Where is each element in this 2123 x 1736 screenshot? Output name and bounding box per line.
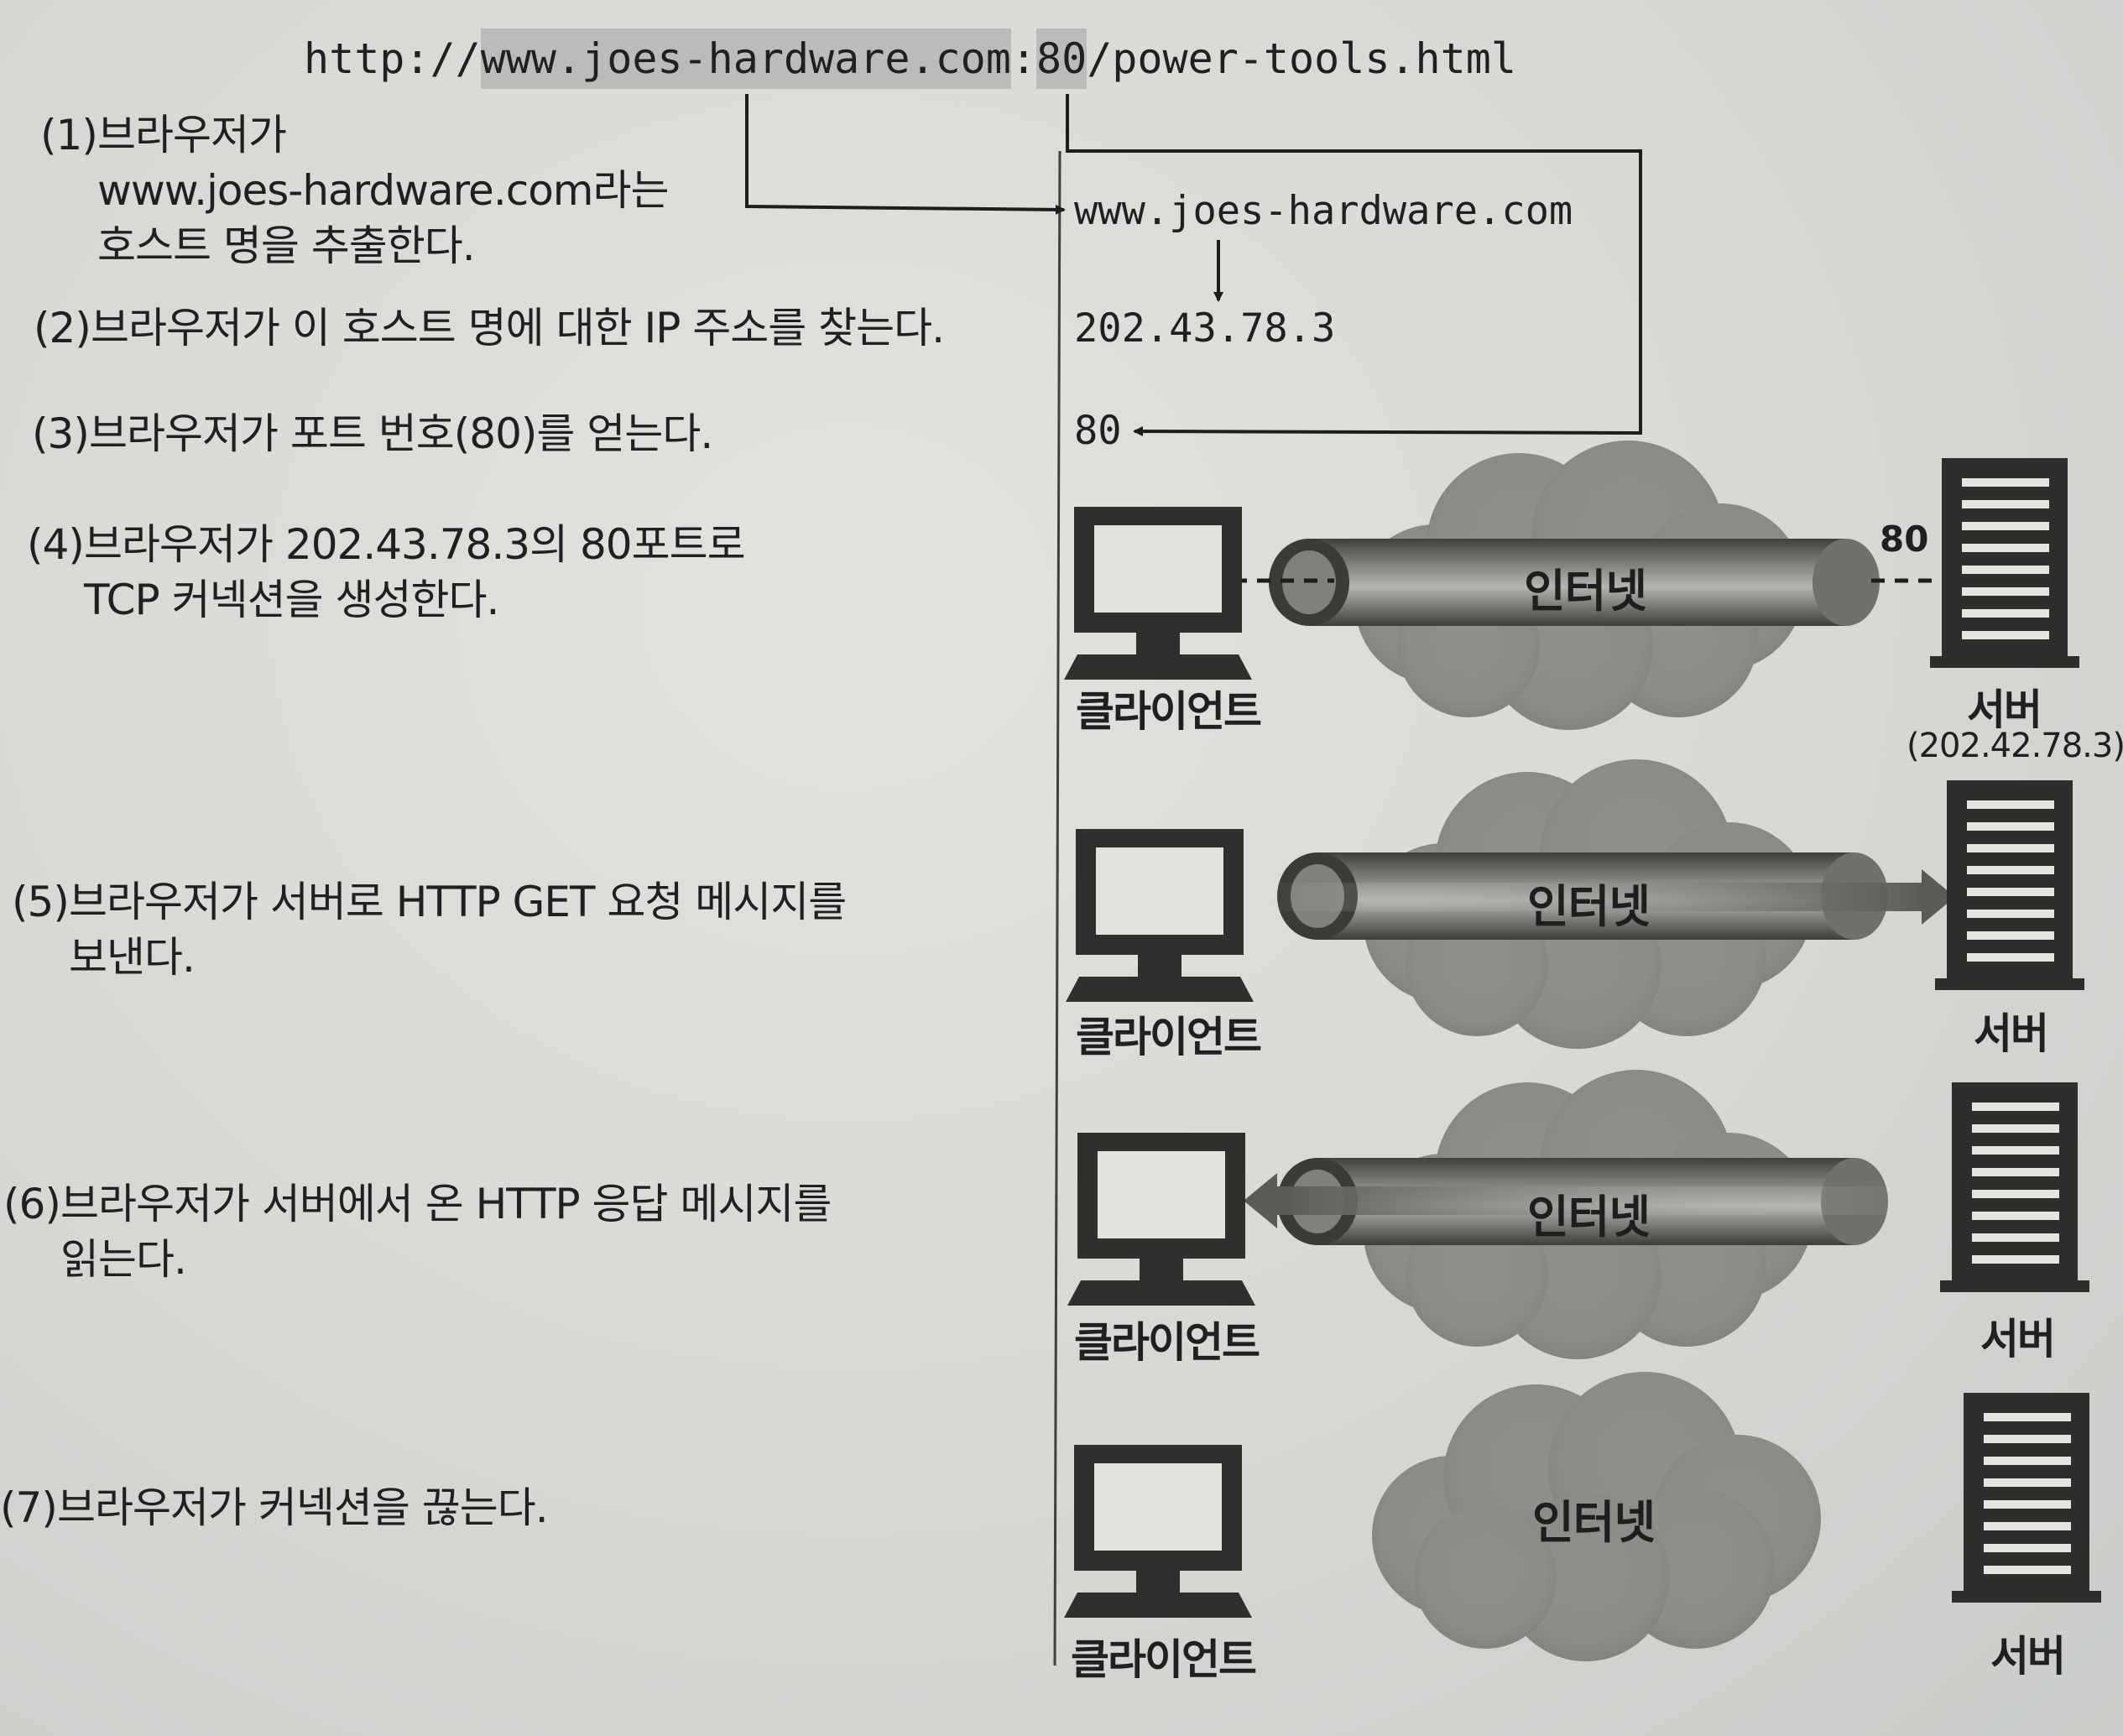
server-port-label: 80	[1880, 519, 1929, 560]
server-label: 서버	[1980, 1315, 2056, 1363]
divider-line	[1053, 150, 1062, 1666]
response-beam	[1275, 1186, 1930, 1215]
server-icon	[1930, 458, 2079, 668]
step-number: (1)	[40, 111, 98, 159]
client-label: 클라이언트	[1074, 1318, 1260, 1367]
step-3: (3)브라우저가 포트 번호(80)를 얻는다.	[32, 406, 713, 461]
server-icon	[1935, 780, 2084, 990]
step-line: TCP 커넥션을 생성한다.	[84, 576, 499, 624]
step-number: (2)	[34, 304, 91, 352]
client-label: 클라이언트	[1071, 1635, 1257, 1684]
step-2: (2)브라우저가 이 호스트 명에 대한 IP 주소를 찾는다.	[34, 300, 945, 356]
url-port: 80	[1035, 29, 1088, 89]
step-line: 읽는다.	[60, 1235, 187, 1284]
internet-label: 인터넷	[1527, 1191, 1651, 1243]
step-5: (5)브라우저가 서버로 HTTP GET 요청 메시지를 보낸다.	[12, 874, 847, 985]
port-connector-arrow	[1066, 94, 1642, 437]
server-icon	[1940, 1082, 2089, 1292]
client-computer-icon	[1066, 829, 1254, 1002]
response-arrowhead	[1244, 1173, 1277, 1228]
internet-label: 인터넷	[1527, 880, 1651, 933]
step-number: (7)	[0, 1483, 58, 1532]
internet-label: 인터넷	[1524, 565, 1647, 618]
step-6: (6)브라우저가 서버에서 온 HTTP 응답 메시지를 읽는다.	[3, 1176, 832, 1287]
request-arrowhead	[1922, 869, 1955, 925]
server-label: 서버	[1967, 686, 2042, 734]
step-4: (4)브라우저가 202.43.78.3의 80포트로 TCP 커넥션을 생성한…	[27, 517, 746, 628]
client-label: 클라이언트	[1076, 1013, 1262, 1061]
client-computer-icon	[1067, 1133, 1255, 1306]
step-1: (1)브라우저가 www.joes-hardware.com라는 호스트 명을 …	[40, 107, 669, 274]
step-number: (3)	[32, 409, 90, 458]
scene-3	[1067, 1070, 2089, 1359]
request-beam	[1250, 883, 1922, 911]
extracted-port: 80	[1074, 408, 1122, 454]
step-line: 브라우저가 커넥션을 끊는다.	[57, 1483, 549, 1532]
step-number: (6)	[3, 1180, 61, 1228]
step-line: 호스트 명을 추출한다.	[97, 222, 476, 270]
scene-1	[1064, 441, 2079, 730]
step-number: (4)	[27, 520, 85, 569]
step-number: (5)	[12, 878, 70, 926]
step-line: 브라우저가 202.43.78.3의 80포트로	[84, 520, 746, 569]
internet-label: 인터넷	[1532, 1496, 1656, 1549]
server-label: 서버	[1990, 1632, 2066, 1681]
client-label: 클라이언트	[1076, 687, 1262, 736]
client-computer-icon	[1064, 1445, 1252, 1618]
url-path: /power-tools.html	[1087, 34, 1516, 83]
step-line: 브라우저가 포트 번호(80)를 얻는다.	[89, 409, 713, 458]
host-connector-arrow	[745, 94, 1066, 215]
step-line: www.joes-hardware.com라는	[97, 166, 669, 215]
url-scheme: http://	[304, 34, 481, 83]
url-line: http://www.joes-hardware.com:80/power-to…	[304, 29, 1516, 89]
url-colon: :	[1010, 34, 1036, 83]
step-7: (7)브라우저가 커넥션을 끊는다.	[0, 1480, 549, 1535]
step-line: 브라우저가 이 호스트 명에 대한 IP 주소를 찾는다.	[91, 304, 945, 352]
step-line: 브라우저가 서버로 HTTP GET 요청 메시지를	[69, 878, 847, 926]
step-line: 브라우저가 서버에서 온 HTTP 응답 메시지를	[60, 1180, 832, 1228]
extracted-host: www.joes-hardware.com	[1074, 188, 1573, 234]
extracted-ip: 202.43.78.3	[1074, 305, 1336, 352]
server-icon	[1952, 1393, 2101, 1603]
client-computer-icon	[1064, 507, 1252, 680]
server-ip-label: (202.42.78.3)	[1907, 727, 2123, 765]
url-host: www.joes-hardware.com	[480, 29, 1011, 89]
step-line: 보낸다.	[69, 933, 196, 982]
step-line: 브라우저가	[97, 111, 287, 159]
scene-2	[1066, 759, 2084, 1049]
server-label: 서버	[1974, 1009, 2049, 1058]
